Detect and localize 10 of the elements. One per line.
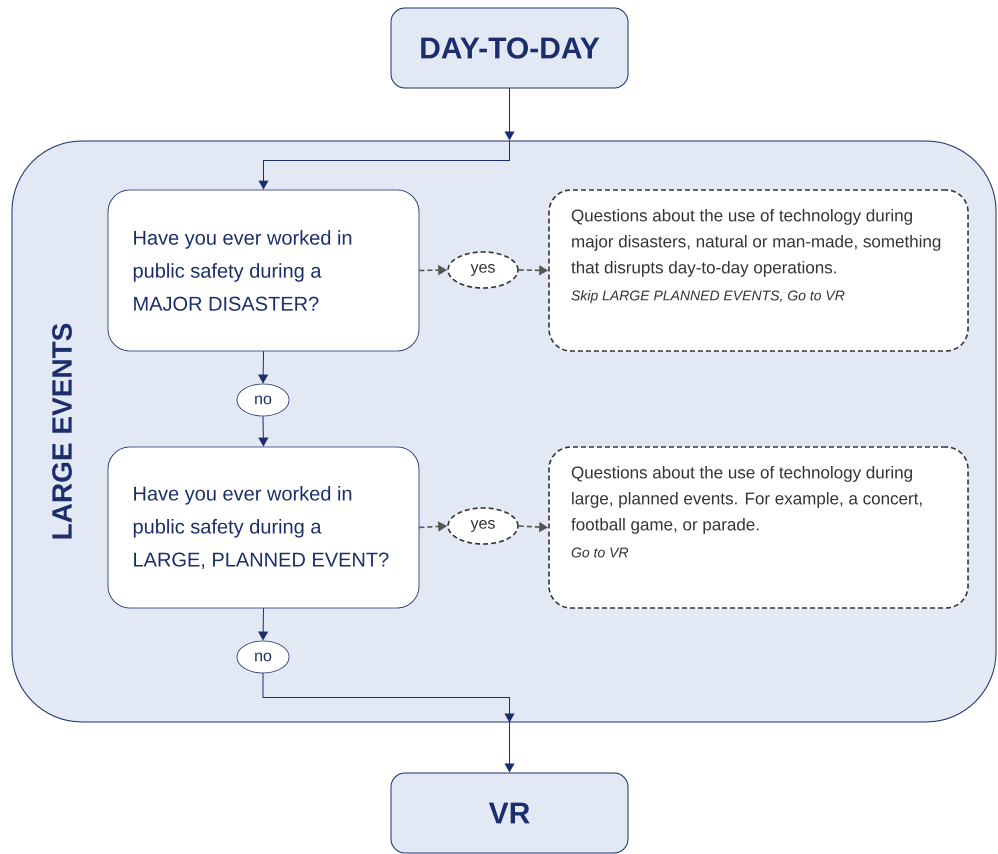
info-box: Questions about the use of technology during large, planned events. For example, a concert, football game, or parade. Go to VR (548, 446, 969, 609)
question-box: Have you ever worked in public safety during a LARGE, PLANNED EVENT? (108, 446, 420, 608)
answer-oval: no (236, 640, 290, 674)
info-box: Questions about the use of technology during major disasters, natural or man-made, something that disrupts day-to-day operations. Skip LARGE PLANNED EVENTS, Go to VR (548, 189, 969, 352)
terminal-box: DAY-TO-DAY (390, 8, 628, 88)
answer-oval: no (236, 384, 290, 416)
answer-oval: yes (447, 251, 519, 289)
question-box: Have you ever worked in public safety during a MAJOR DISASTER? (108, 190, 420, 352)
answer-oval: yes (447, 507, 519, 545)
terminal-box: VR (390, 772, 628, 854)
